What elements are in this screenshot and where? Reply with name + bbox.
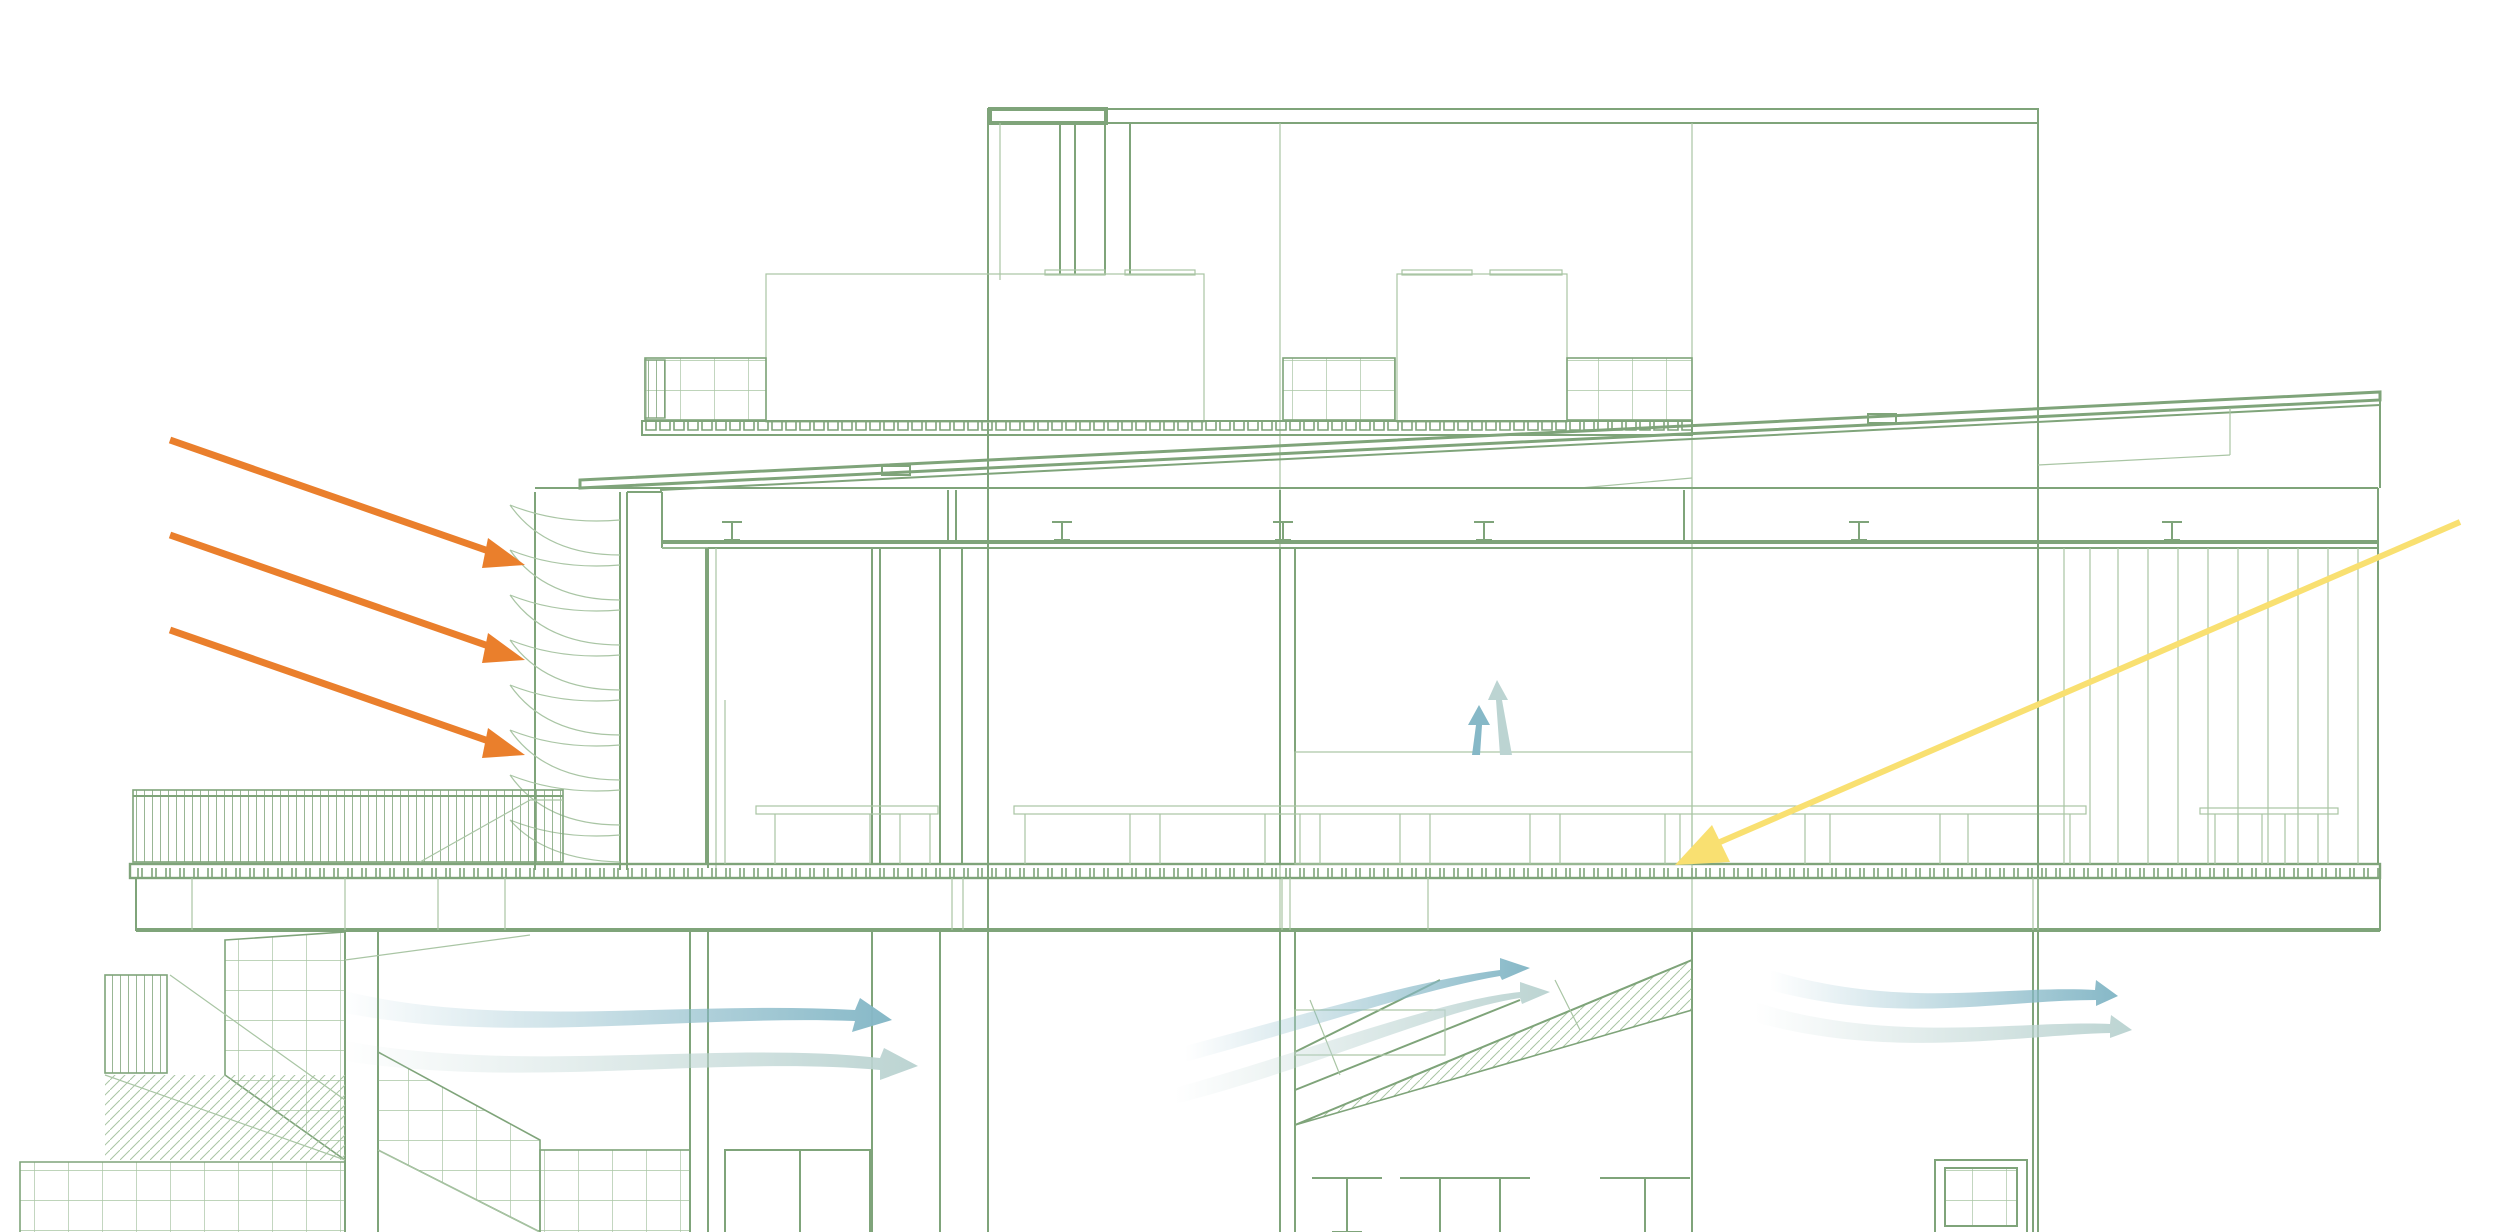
airflow-arrow-icon	[1488, 680, 1512, 755]
arrow-icon	[168, 531, 525, 663]
sunshade-fins	[509, 491, 717, 870]
airflow-arrow-icon	[340, 1040, 918, 1080]
counter-desks	[755, 805, 2087, 864]
roof-deck-slab	[641, 420, 1693, 436]
service-unit	[1934, 1159, 2028, 1232]
main-floor-slab	[128, 862, 2382, 932]
arrow-icon	[1675, 519, 2462, 865]
right-glazing	[2037, 488, 2379, 864]
rooftop-volume-right	[1396, 269, 1568, 423]
arrow-icon	[168, 436, 525, 568]
airflow-arrow-icon	[1770, 970, 2118, 1009]
daylight-arrow	[1675, 519, 2462, 865]
escalator	[1294, 958, 1693, 1126]
airflow-arrow-icon	[1755, 1002, 2132, 1043]
airflow-arrow-icon	[1468, 705, 1490, 755]
arrow-icon	[168, 626, 525, 758]
terrace-railing	[132, 789, 564, 863]
upper-hall	[705, 488, 2379, 865]
left-stair	[19, 931, 871, 1232]
sloped-roof	[578, 390, 2382, 491]
airflow-arrow-icon	[1185, 958, 1530, 1062]
airflow-arrows	[340, 680, 2132, 1104]
sun-heat-arrows	[168, 436, 525, 758]
airflow-arrow-icon	[340, 990, 892, 1032]
rooftop-volume-left	[765, 269, 1205, 423]
tower-frame	[987, 107, 2039, 1232]
airflow-arrow-icon	[1175, 982, 1550, 1104]
ceiling-beams	[535, 487, 2378, 549]
cafe-tables	[1312, 1177, 1690, 1232]
rooftop-railings	[644, 357, 1693, 421]
